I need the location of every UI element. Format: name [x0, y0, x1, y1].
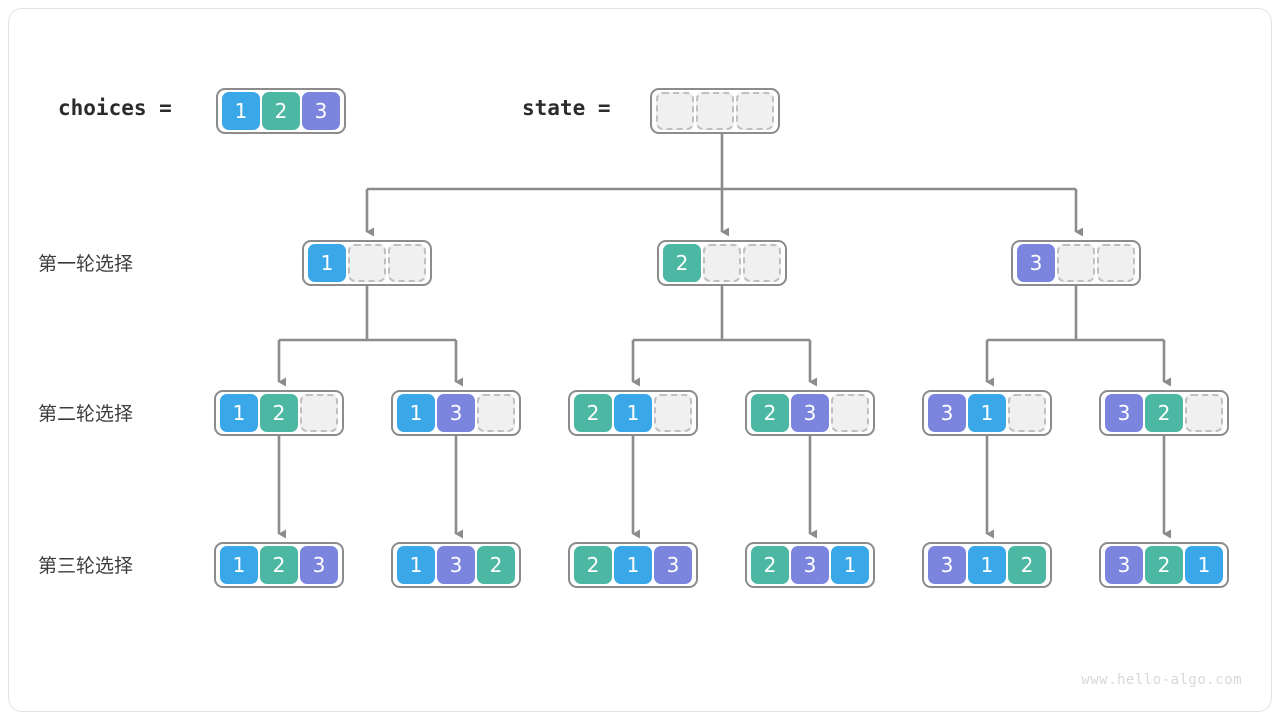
- cell-value-3: 3: [791, 546, 829, 584]
- watermark: www.hello-algo.com: [1081, 672, 1242, 688]
- cell-value-1: 1: [614, 394, 652, 432]
- cell-empty: [736, 92, 774, 130]
- cell-value-3: 3: [791, 394, 829, 432]
- state-node-level1-3: 3: [1011, 240, 1141, 286]
- cell-empty: [1185, 394, 1223, 432]
- cell-empty: [300, 394, 338, 432]
- cell-value-1: 1: [1185, 546, 1223, 584]
- cell-value-2: 2: [477, 546, 515, 584]
- cell-value-2: 2: [1145, 546, 1183, 584]
- cell-value-1: 1: [614, 546, 652, 584]
- cell-value-2: 2: [574, 394, 612, 432]
- row-label-round3: 第三轮选择: [38, 555, 134, 577]
- cell-value-1: 1: [831, 546, 869, 584]
- cell-empty: [654, 394, 692, 432]
- cell-value-1: 1: [397, 546, 435, 584]
- cell-empty: [696, 92, 734, 130]
- cell-value-2: 2: [260, 394, 298, 432]
- cell-empty: [477, 394, 515, 432]
- cell-value-3: 3: [928, 394, 966, 432]
- cell-value-1: 1: [222, 92, 260, 130]
- cell-value-1: 1: [220, 394, 258, 432]
- cell-empty: [388, 244, 426, 282]
- cell-value-1: 1: [308, 244, 346, 282]
- cell-empty: [831, 394, 869, 432]
- cell-value-1: 1: [220, 546, 258, 584]
- cell-value-1: 1: [968, 394, 1006, 432]
- cell-value-2: 2: [574, 546, 612, 584]
- row-label-round1: 第一轮选择: [38, 253, 134, 275]
- cell-value-2: 2: [1145, 394, 1183, 432]
- cell-value-3: 3: [300, 546, 338, 584]
- row-label-round2: 第二轮选择: [38, 403, 134, 425]
- cell-value-2: 2: [262, 92, 300, 130]
- cell-value-3: 3: [1017, 244, 1055, 282]
- choices-label: choices =: [58, 96, 172, 120]
- cell-value-2: 2: [1008, 546, 1046, 584]
- cell-empty: [656, 92, 694, 130]
- cell-empty: [1057, 244, 1095, 282]
- cell-value-3: 3: [437, 394, 475, 432]
- state-label: state =: [522, 96, 611, 120]
- cell-empty: [348, 244, 386, 282]
- cell-empty: [703, 244, 741, 282]
- cell-empty: [1008, 394, 1046, 432]
- cell-value-3: 3: [1105, 394, 1143, 432]
- state-node-level1-2: 2: [657, 240, 787, 286]
- cell-value-1: 1: [968, 546, 1006, 584]
- state-node-level1-1: 1: [302, 240, 432, 286]
- cell-value-3: 3: [654, 546, 692, 584]
- cell-value-3: 3: [302, 92, 340, 130]
- cell-value-3: 3: [928, 546, 966, 584]
- cell-value-3: 3: [437, 546, 475, 584]
- cell-value-2: 2: [751, 546, 789, 584]
- cell-value-3: 3: [1105, 546, 1143, 584]
- cell-value-2: 2: [663, 244, 701, 282]
- cell-value-2: 2: [260, 546, 298, 584]
- cell-value-1: 1: [397, 394, 435, 432]
- cell-value-2: 2: [751, 394, 789, 432]
- state-array: [650, 88, 780, 134]
- cell-empty: [743, 244, 781, 282]
- cell-empty: [1097, 244, 1135, 282]
